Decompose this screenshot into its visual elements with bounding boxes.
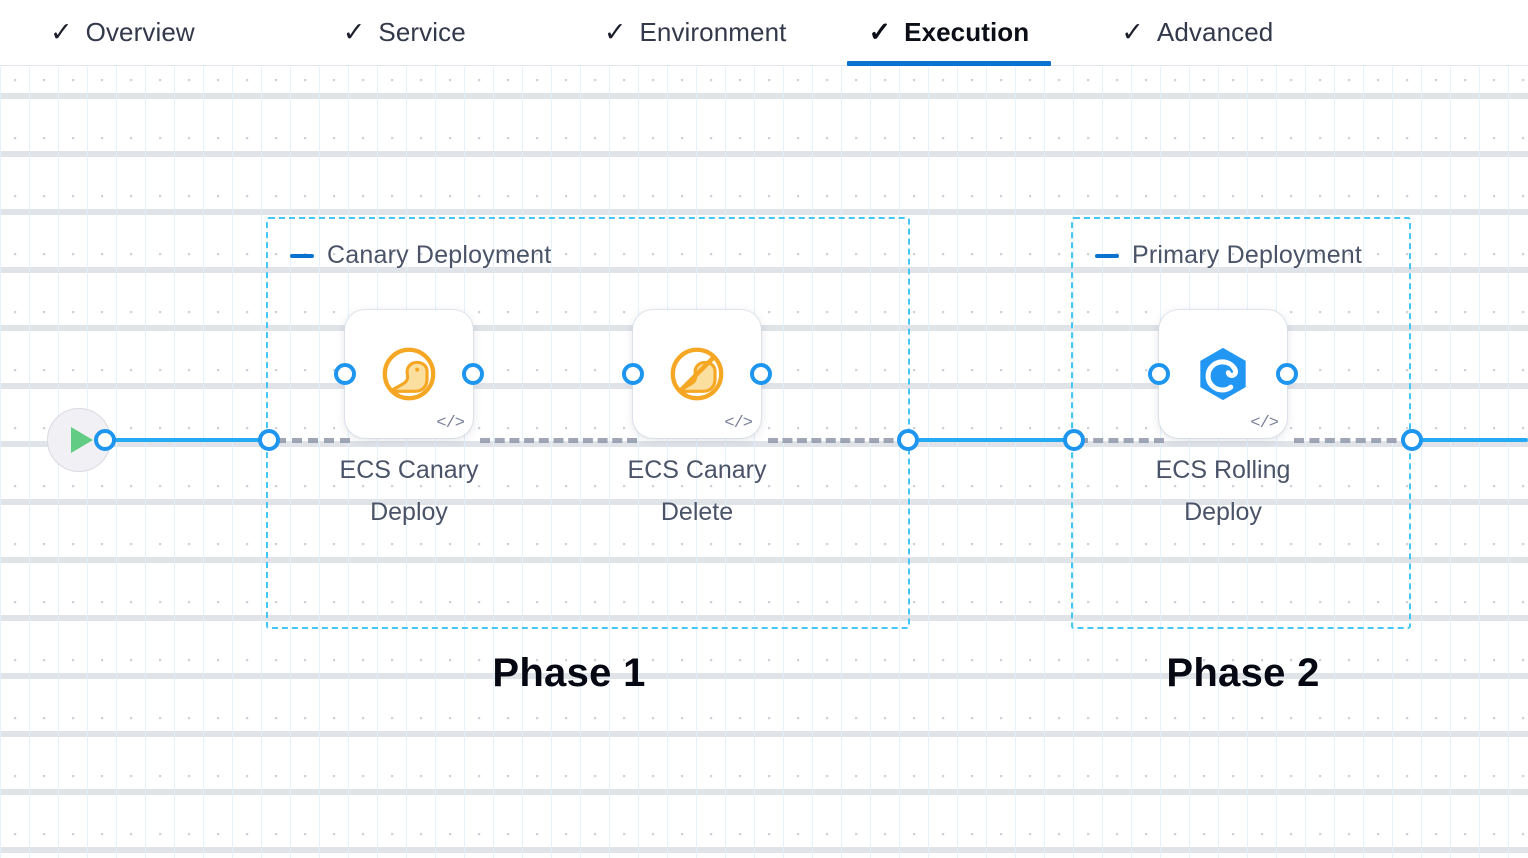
phase-1-caption: Phase 1 — [492, 651, 646, 695]
port-in[interactable] — [622, 363, 644, 385]
canary-bird-delete-icon — [670, 347, 724, 401]
port-out[interactable] — [462, 363, 484, 385]
edge-phase2-entry-dashed — [1078, 438, 1164, 443]
node-label-line1: ECS Canary — [339, 456, 479, 484]
edge-phase1-exit-dashed — [768, 438, 908, 443]
port-phase2-entry[interactable] — [1063, 429, 1085, 451]
port-out[interactable] — [1276, 363, 1298, 385]
node-card[interactable]: </> — [622, 310, 772, 438]
phase-2-caption: Phase 2 — [1166, 651, 1320, 695]
port-in[interactable] — [1148, 363, 1170, 385]
node-label-line1: ECS Canary — [627, 456, 767, 484]
node-label-line1: ECS Rolling — [1155, 456, 1291, 484]
canary-bird-icon — [382, 347, 436, 401]
code-icon[interactable]: </> — [1250, 414, 1279, 433]
node-label: ECS Canary Delete — [582, 450, 812, 533]
edge-phase1-to-phase2 — [906, 438, 1074, 442]
tab-overview[interactable]: ✓ Overview — [24, 0, 221, 66]
minus-icon[interactable] — [1095, 253, 1119, 258]
wizard-tab-bar: ✓ Overview ✓ Service ✓ Environment ✓ Exe… — [0, 0, 1528, 66]
port-out[interactable] — [750, 363, 772, 385]
node-label: ECS Rolling Deploy — [1108, 450, 1338, 533]
check-icon: ✓ — [868, 17, 892, 47]
code-icon[interactable]: </> — [436, 414, 465, 433]
port-start-out[interactable] — [94, 429, 116, 451]
node-ecs-canary-deploy[interactable]: </> ECS Canary Deploy — [334, 310, 484, 526]
minus-icon[interactable] — [290, 253, 314, 258]
group-primary-deployment[interactable]: Primary Deployment — [1071, 217, 1411, 629]
group-canary-header: Canary Deployment — [290, 241, 551, 270]
group-primary-title: Primary Deployment — [1132, 241, 1363, 269]
code-icon[interactable]: </> — [724, 414, 753, 433]
tab-environment[interactable]: ✓ Environment — [578, 0, 813, 66]
edge-phase2-exit-dashed — [1294, 438, 1412, 443]
node-ecs-rolling-deploy[interactable]: </> ECS Rolling Deploy — [1148, 310, 1298, 526]
tab-advanced[interactable]: ✓ Advanced — [1095, 0, 1299, 66]
tab-service-label: Service — [378, 17, 466, 47]
port-phase1-exit[interactable] — [897, 429, 919, 451]
node-label-line2: Deploy — [1184, 497, 1262, 526]
edge-phase2-outgoing — [1410, 438, 1528, 442]
tab-overview-label: Overview — [85, 17, 195, 47]
group-canary-title: Canary Deployment — [327, 241, 552, 269]
port-phase2-exit[interactable] — [1401, 429, 1423, 451]
ecs-hexagon-icon — [1200, 347, 1246, 401]
node-label-line2: Deploy — [370, 497, 448, 526]
port-in[interactable] — [334, 363, 356, 385]
tab-service[interactable]: ✓ Service — [317, 0, 492, 66]
group-canary-deployment[interactable]: Canary Deployment — [266, 217, 910, 629]
check-icon: ✓ — [342, 17, 366, 47]
pipeline-canvas[interactable]: Canary Deployment Primary Deployment — [0, 67, 1528, 858]
check-icon: ✓ — [1121, 17, 1144, 47]
check-icon: ✓ — [603, 17, 627, 47]
node-ecs-canary-delete[interactable]: </> ECS Canary Delete — [622, 310, 772, 526]
play-icon — [70, 427, 93, 453]
node-label-line2: Delete — [660, 497, 734, 526]
edge-start-to-phase1 — [104, 438, 269, 442]
node-card[interactable]: </> — [1148, 310, 1298, 438]
check-icon: ✓ — [50, 17, 73, 47]
edge-phase1-entry-dashed — [276, 438, 350, 443]
port-phase1-entry[interactable] — [258, 429, 280, 451]
tab-advanced-label: Advanced — [1156, 17, 1274, 47]
node-label: ECS Canary Deploy — [294, 450, 524, 533]
tab-execution[interactable]: ✓ Execution — [843, 0, 1056, 66]
group-primary-header: Primary Deployment — [1095, 241, 1362, 270]
edge-deploy-to-delete-dashed — [480, 438, 637, 443]
node-card[interactable]: </> — [334, 310, 484, 438]
tab-environment-label: Environment — [639, 17, 787, 47]
tab-execution-label: Execution — [904, 17, 1030, 47]
